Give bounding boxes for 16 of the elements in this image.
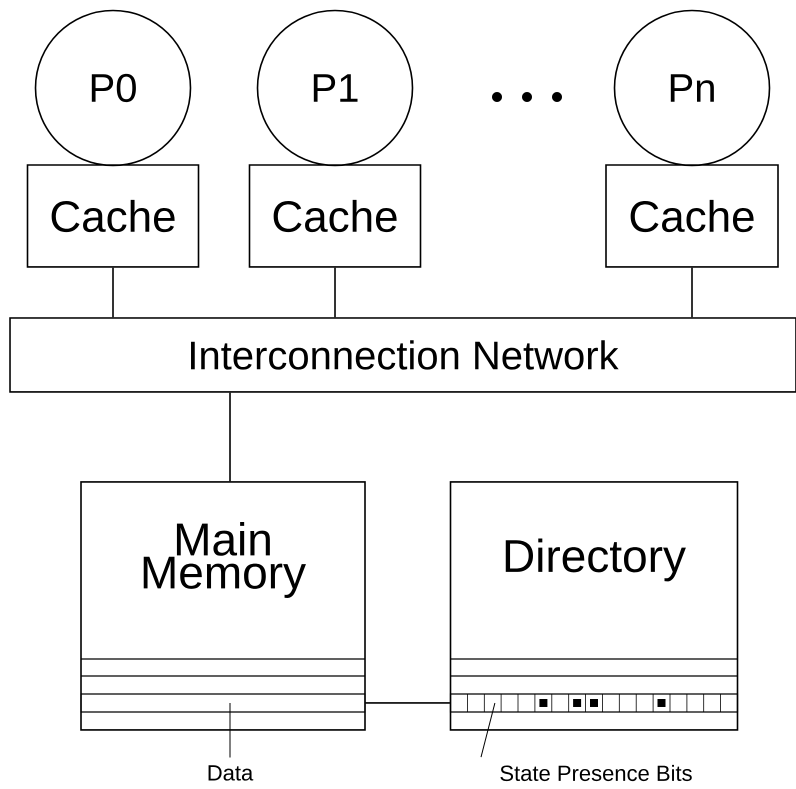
leader-line	[480, 702, 496, 758]
memory-box: Main Memory	[80, 481, 366, 731]
cache-box: Cache	[26, 164, 200, 268]
connector-line	[229, 392, 231, 482]
connector-line	[112, 268, 114, 318]
caption-text: State Presence Bits	[500, 764, 692, 782]
connector-line	[334, 268, 336, 318]
cache-box: Cache	[605, 164, 779, 268]
data-row	[80, 693, 366, 713]
connector-line	[691, 268, 693, 318]
directory-box: Directory	[450, 481, 738, 731]
presence-bits-row	[450, 693, 738, 713]
caption-text: Data	[208, 765, 254, 781]
network-bar: Interconnection Network	[9, 317, 796, 393]
cache-box: Cache	[248, 164, 422, 268]
connector-line	[366, 702, 450, 704]
